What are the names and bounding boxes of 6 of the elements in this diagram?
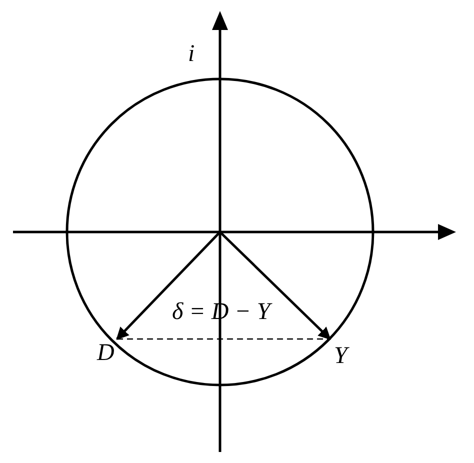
point-label: D <box>97 341 114 365</box>
point-label: Y <box>334 344 348 368</box>
arrow <box>116 231 221 340</box>
dashed-line <box>117 338 330 340</box>
axis-label: i <box>188 42 195 66</box>
arrow <box>219 231 331 340</box>
